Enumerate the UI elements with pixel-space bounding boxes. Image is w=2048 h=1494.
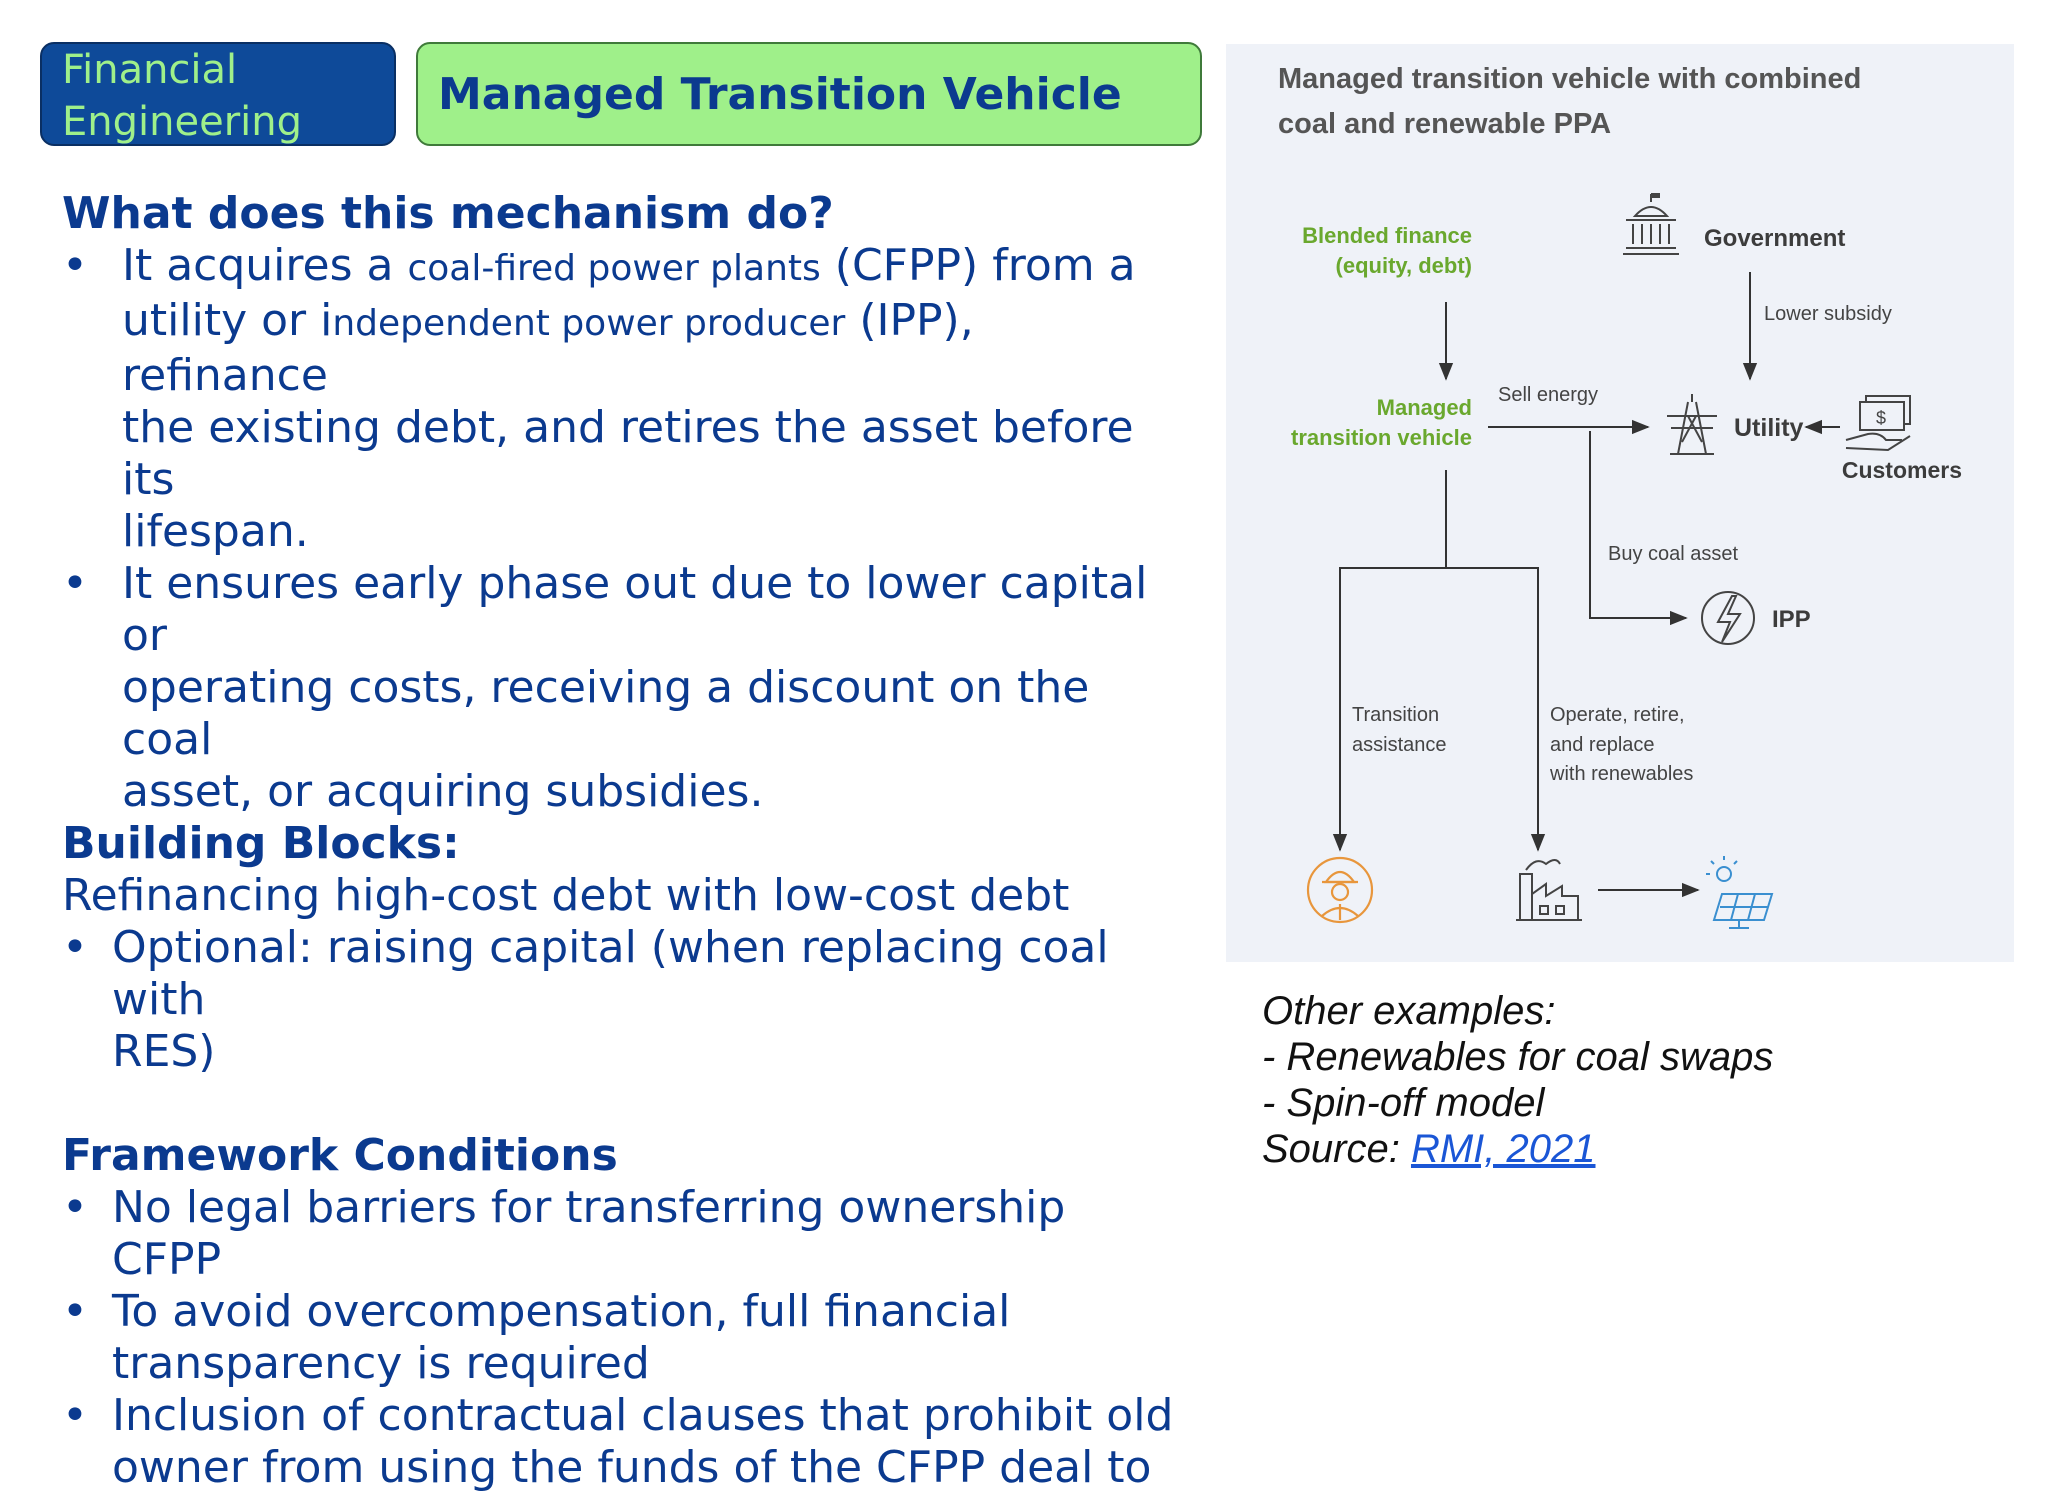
- ipp-label: IPP: [1772, 606, 1811, 633]
- utility-label: Utility: [1734, 414, 1804, 442]
- bullet-line: owner from using the funds of the CFPP d…: [112, 1442, 1152, 1493]
- source-link[interactable]: RMI, 2021: [1410, 1127, 1596, 1171]
- other-examples-notes: Other examples: - Renewables for coal sw…: [1262, 988, 1773, 1172]
- text-span: utility or i: [122, 295, 333, 346]
- money-hand-icon: $: [1845, 395, 1911, 452]
- bullet-acquires: • It acquires a coal-fired power plants …: [62, 240, 1182, 558]
- lower-subsidy-label: Lower subsidy: [1764, 303, 1892, 325]
- tag-line-1: Financial: [62, 47, 238, 93]
- mechanism-question-heading: What does this mechanism do?: [62, 188, 834, 239]
- framework-conditions-heading: Framework Conditions: [62, 1130, 618, 1181]
- replace-label: and replace: [1550, 734, 1655, 756]
- bullet-contract-clauses: • Inclusion of contractual clauses that …: [62, 1390, 1182, 1494]
- managed-transition-vehicle-tag: Managed Transition Vehicle: [416, 42, 1202, 146]
- bullet-dot: •: [62, 558, 88, 609]
- bullet-line: Inclusion of contractual clauses that pr…: [112, 1390, 1174, 1441]
- text-span: (IPP), refinance: [122, 295, 974, 401]
- source-label: Source:: [1262, 1127, 1411, 1171]
- transition-vehicle-label: transition vehicle: [1291, 425, 1472, 450]
- bullet-dot: •: [62, 1182, 88, 1233]
- government-building-icon: [1623, 193, 1679, 255]
- notes-source: Source: RMI, 2021: [1262, 1126, 1773, 1172]
- bullet-line: the existing debt, and retires the asset…: [122, 402, 1134, 505]
- bullet-dot: •: [62, 922, 88, 973]
- notes-item-1: - Renewables for coal swaps: [1262, 1035, 1774, 1079]
- svg-text:$: $: [1876, 408, 1886, 428]
- factory-icon: [1516, 859, 1582, 921]
- bullet-line: It acquires a coal-fired power plants (C…: [122, 240, 1182, 295]
- bullet-line: asset, or acquiring subsidies.: [122, 766, 764, 817]
- solar-panel-icon: [1706, 856, 1774, 929]
- operate-label: Operate, retire,: [1550, 704, 1685, 726]
- customers-label: Customers: [1842, 457, 1962, 483]
- bullet-line: transparency is required: [112, 1338, 650, 1389]
- text-span: It acquires a: [122, 240, 408, 291]
- assistance-label: assistance: [1352, 734, 1447, 756]
- bullet-line: To avoid overcompensation, full financia…: [112, 1286, 1011, 1337]
- tag-title: Managed Transition Vehicle: [438, 68, 1122, 120]
- text-span-small: coal-fired power plants: [407, 248, 821, 289]
- managed-label: Managed: [1377, 395, 1472, 420]
- blended-finance-label: Blended finance: [1302, 223, 1472, 248]
- tag-line-2: Engineering: [62, 99, 302, 145]
- lightning-icon: [1701, 591, 1755, 645]
- text-span: (CFPP) from a: [820, 240, 1136, 291]
- building-blocks-line: Refinancing high-cost debt with low-cost…: [62, 870, 1070, 921]
- worker-icon: [1306, 856, 1374, 924]
- buy-coal-asset-label: Buy coal asset: [1608, 543, 1739, 565]
- diagram-title-line-1: Managed transition vehicle with combined: [1278, 63, 1861, 95]
- mechanism-description: What does this mechanism do? • It acquir…: [62, 188, 1182, 1494]
- bullet-early-phase-out: • It ensures early phase out due to lowe…: [62, 558, 1182, 818]
- financial-engineering-tag: Financial Engineering: [40, 42, 396, 146]
- bullet-dot: •: [62, 1390, 88, 1441]
- bullet-line: Optional: raising capital (when replacin…: [112, 922, 1109, 1025]
- bullet-dot: •: [62, 240, 88, 291]
- bullet-transparency: • To avoid overcompensation, full financ…: [62, 1286, 1182, 1390]
- transition-vehicle-diagram: Managed transition vehicle with combined…: [1226, 44, 2014, 962]
- power-pylon-icon: [1667, 394, 1717, 455]
- bullet-optional-capital: • Optional: raising capital (when replac…: [62, 922, 1182, 1078]
- building-blocks-heading: Building Blocks:: [62, 818, 460, 869]
- diagram-title-line-2: coal and renewable PPA: [1278, 108, 1611, 140]
- text-span-small: ndependent power producer: [332, 303, 846, 344]
- bullet-line: No legal barriers for transferring owner…: [112, 1182, 1066, 1285]
- bullet-dot: •: [62, 1286, 88, 1337]
- bullet-line: operating costs, receiving a discount on…: [122, 662, 1090, 765]
- bullet-legal-barriers: • No legal barriers for transferring own…: [62, 1182, 1182, 1286]
- renewables-label: with renewables: [1549, 763, 1693, 785]
- sell-energy-label: Sell energy: [1498, 384, 1598, 406]
- transition-label: Transition: [1352, 704, 1439, 726]
- bullet-line: lifespan.: [122, 506, 309, 557]
- notes-item-2: - Spin-off model: [1262, 1081, 1545, 1125]
- government-label: Government: [1704, 225, 1845, 252]
- blended-finance-sublabel: (equity, debt): [1336, 253, 1472, 278]
- bullet-line: RES): [112, 1026, 216, 1077]
- notes-title: Other examples:: [1262, 989, 1556, 1033]
- bullet-line: It ensures early phase out due to lower …: [122, 558, 1148, 661]
- bullet-line: utility or independent power producer (I…: [122, 295, 1182, 402]
